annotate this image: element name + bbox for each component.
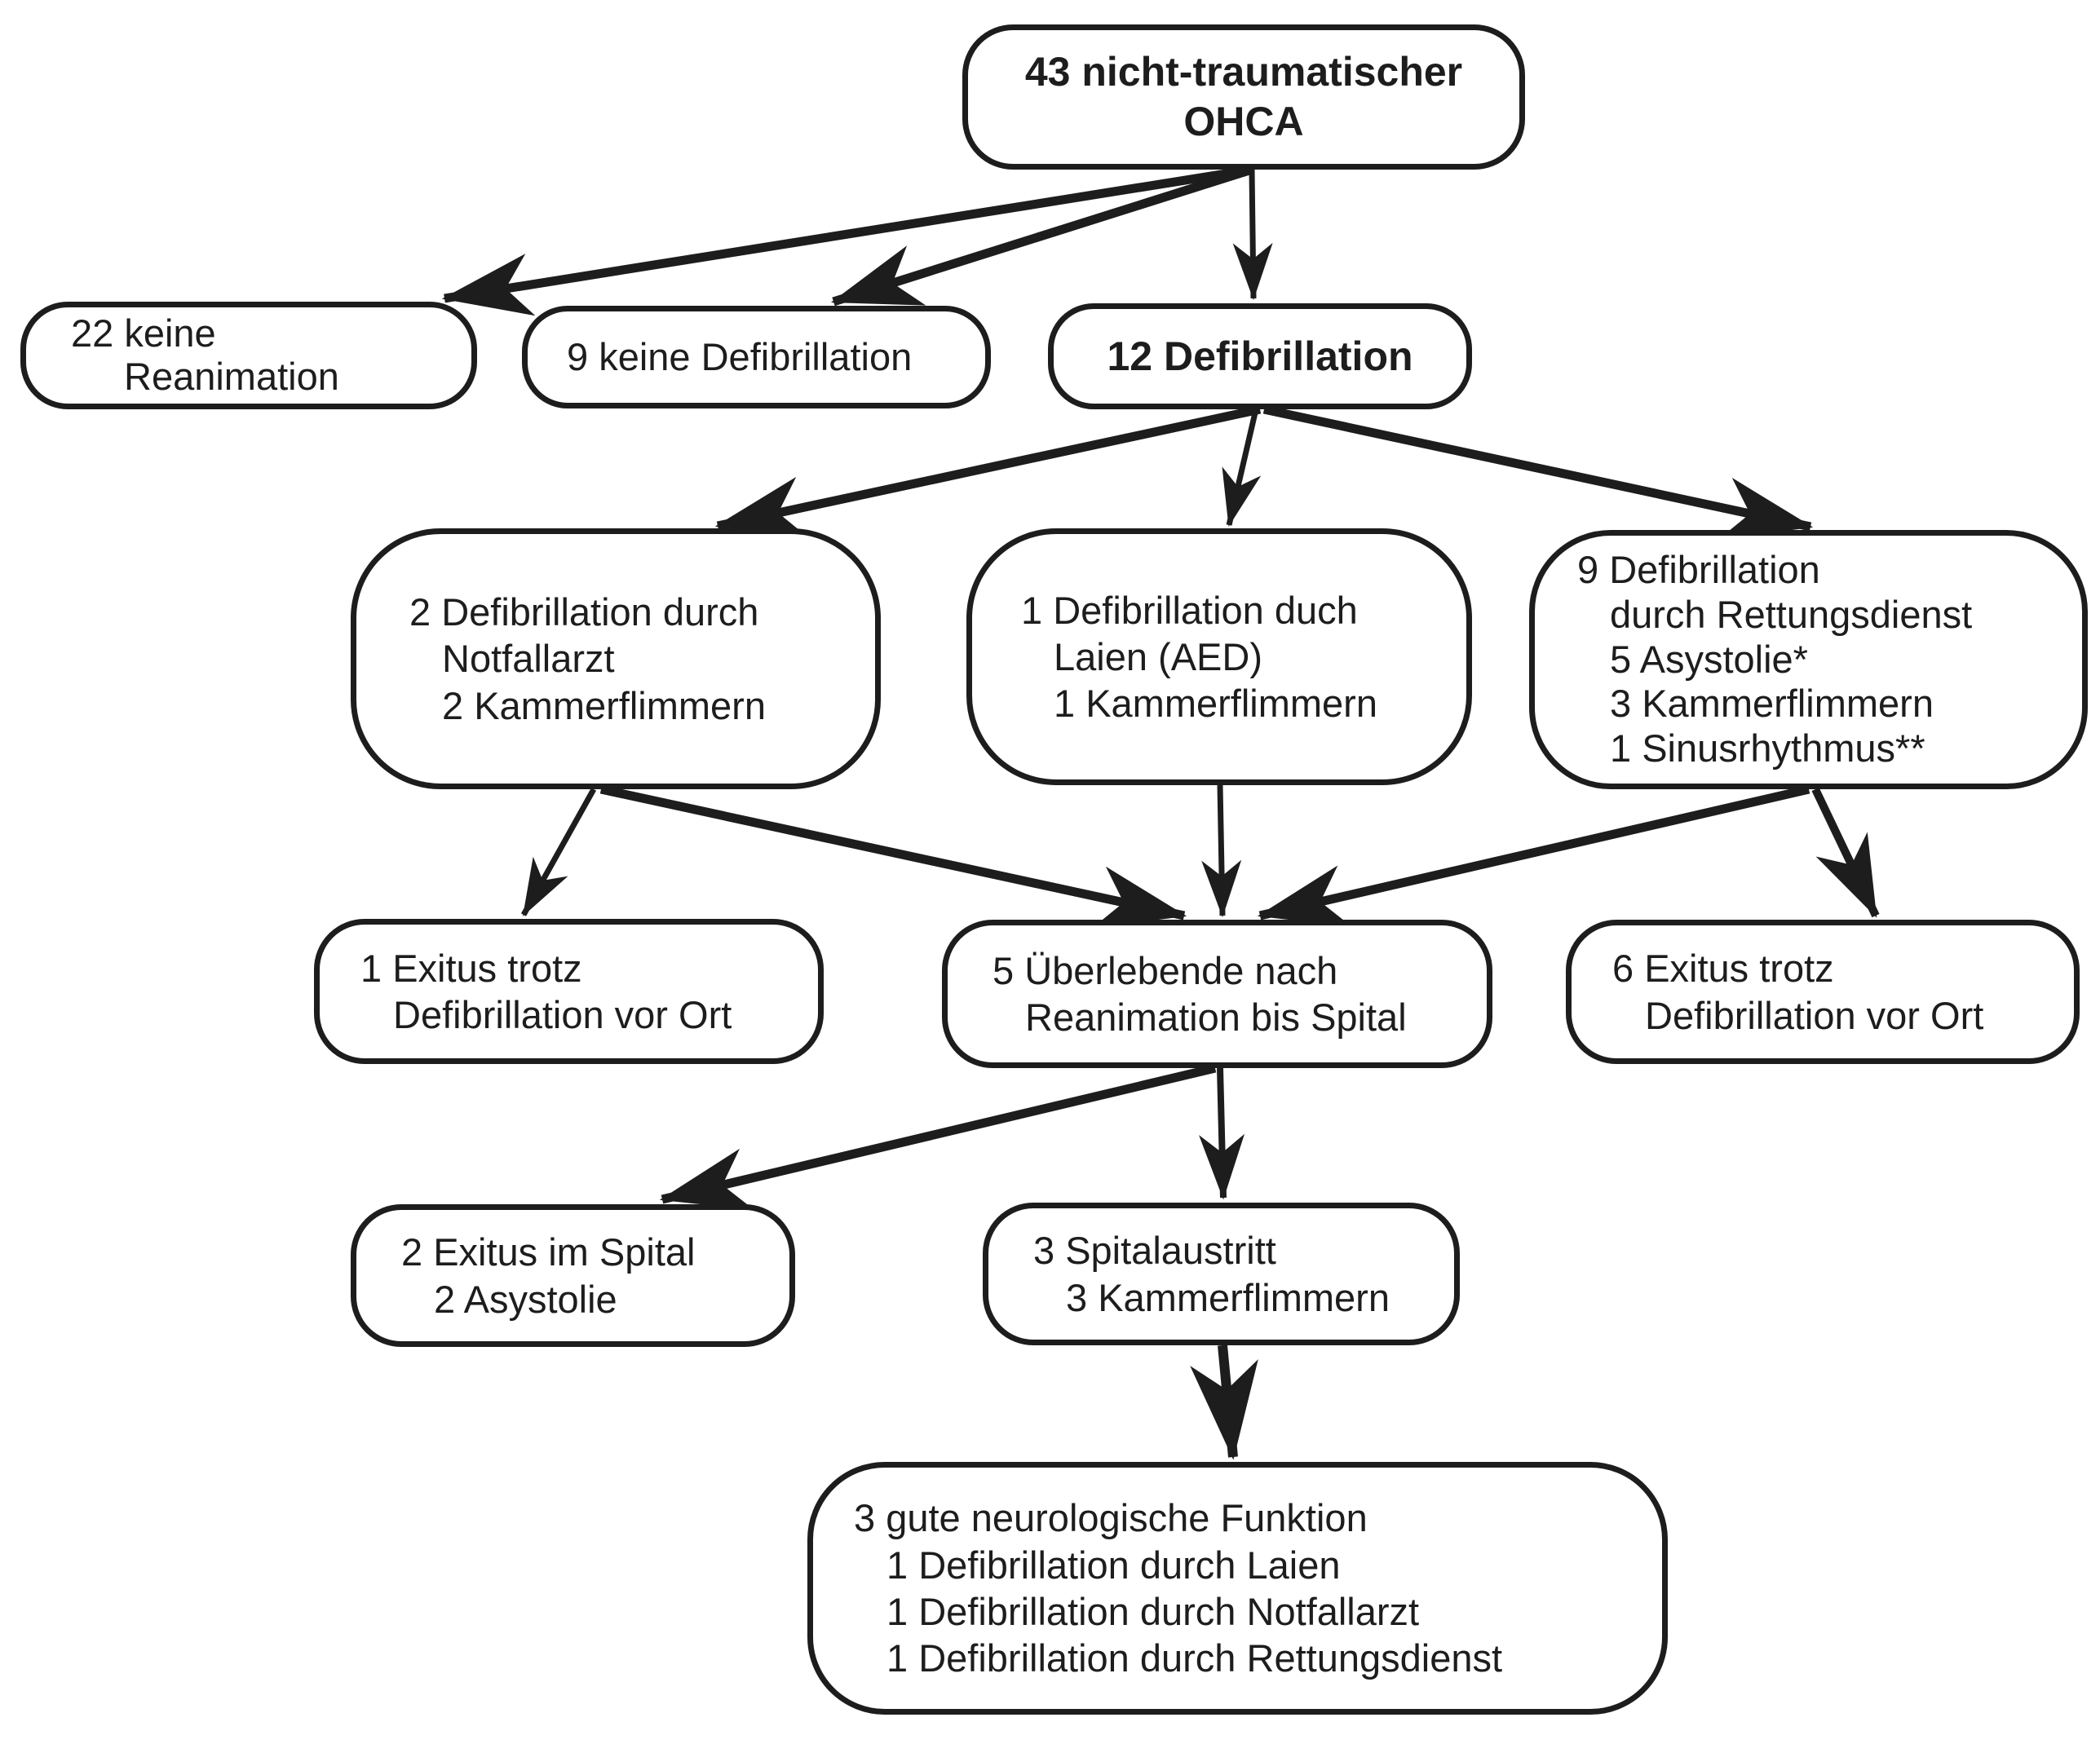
node-line: 2 Asystolie	[434, 1277, 617, 1321]
node-exitus-vor-ort-6: 6 Exitus trotz Defibrillation vor Ort	[1566, 920, 2080, 1064]
node-line: Reanimation bis Spital	[1025, 996, 1407, 1039]
node-exitus-vor-ort-1: 1 Exitus trotz Defibrillation vor Ort	[314, 919, 824, 1064]
node-line: 2 Exitus im Spital	[401, 1230, 696, 1274]
node-line: 9 Defibrillation	[1577, 547, 1820, 591]
node-line: 12 Defibrillation	[1107, 333, 1413, 379]
node-line: durch Rettungsdienst	[1610, 592, 1973, 636]
node-line: 9 keine Defibrillation	[567, 335, 913, 379]
node-line: 2 Kammerflimmern	[442, 683, 766, 727]
arrow-ohca-keine-defibrillation	[830, 165, 1253, 307]
node-defibrillation: 12 Defibrillation	[1048, 303, 1472, 409]
node-keine-defibrillation: 9 keine Defibrillation	[522, 306, 991, 408]
node-line: 1 Defibrillation durch Laien	[886, 1543, 1341, 1587]
node-spitalaustritt: 3 Spitalaustritt 3 Kammerflimmern	[983, 1203, 1460, 1345]
node-line: 22 keine	[71, 311, 216, 355]
node-line: 1 Kammerflimmern	[1054, 682, 1377, 726]
node-line: 3 Kammerflimmern	[1610, 682, 1934, 726]
node-line: Defibrillation vor Ort	[1645, 993, 1984, 1037]
node-line: 1 Sinusrhythmus**	[1610, 726, 1925, 770]
node-gute-funktion: 3 gute neurologische Funktion 1 Defibril…	[807, 1462, 1668, 1715]
arrow-rettungsdienst-exitus6	[1811, 787, 1880, 918]
node-line: 1 Exitus trotz	[360, 946, 582, 990]
node-line: 1 Defibrillation duch	[1021, 588, 1358, 632]
node-defib-laien: 1 Defibrillation duch Laien (AED) 1 Kamm…	[966, 528, 1472, 785]
node-line: Notfallarzt	[442, 637, 615, 681]
node-line: 1 Defibrillation durch Rettungsdienst	[886, 1636, 1503, 1680]
node-ueberlebende: 5 Überlebende nach Reanimation bis Spita…	[942, 920, 1492, 1068]
node-line: 43 nicht-traumatischer	[1024, 49, 1463, 95]
node-line: 3 Kammerflimmern	[1066, 1275, 1390, 1319]
node-line: 2 Defibrillation durch	[409, 590, 759, 634]
arrow-ohca-defibrillation	[1232, 169, 1273, 301]
arrow-spitalaustritt-gute-funktion	[1190, 1344, 1258, 1460]
node-defib-rettungsdienst: 9 Defibrillation durch Rettungsdienst 5 …	[1529, 530, 2088, 789]
arrow-laien-ueberlebende	[1201, 784, 1242, 918]
arrow-ueberlebende-spitalaustritt	[1199, 1067, 1245, 1200]
node-line: 6 Exitus trotz	[1612, 947, 1834, 991]
node-line: 1 Defibrillation durch Notfallarzt	[886, 1590, 1420, 1633]
arrow-ohca-keine-reanimation	[441, 165, 1253, 316]
node-line: 5 Überlebende nach	[993, 948, 1338, 992]
arrow-defib-notfallarzt	[714, 404, 1262, 539]
arrow-defib-rettungsdienst	[1262, 404, 1814, 540]
node-line: Laien (AED)	[1054, 634, 1262, 678]
node-ohca: 43 nicht-traumatischer OHCA	[962, 24, 1525, 170]
node-line: Defibrillation vor Ort	[393, 993, 732, 1036]
node-line: Reanimation	[124, 355, 339, 398]
arrow-defib-laien	[1222, 408, 1262, 528]
arrow-ueberlebende-exitus-spital	[659, 1063, 1217, 1210]
node-exitus-im-spital: 2 Exitus im Spital 2 Asystolie	[351, 1204, 795, 1347]
node-line: 3 gute neurologische Funktion	[854, 1496, 1368, 1540]
arrow-rettungsdienst-ueberlebende	[1257, 784, 1810, 927]
node-line: OHCA	[1183, 99, 1304, 144]
node-defib-notfallarzt: 2 Defibrillation durch Notfallarzt 2 Kam…	[351, 528, 881, 789]
arrow-notfallarzt-ueberlebende	[599, 784, 1187, 929]
node-line: 3 Spitalaustritt	[1033, 1229, 1276, 1273]
node-line: 5 Asystolie*	[1610, 637, 1808, 681]
arrow-notfallarzt-exitus1	[520, 788, 597, 916]
node-keine-reanimation: 22 keine Reanimation	[20, 302, 477, 409]
